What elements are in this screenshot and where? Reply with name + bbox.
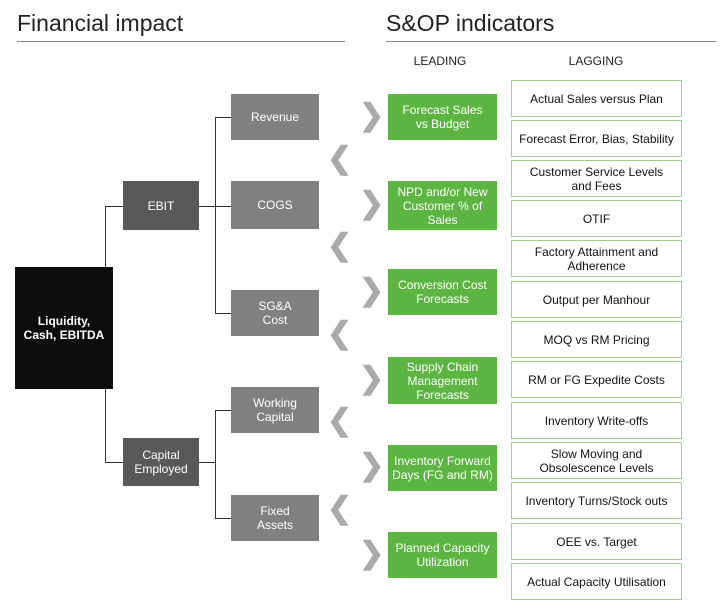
divider [17,41,345,42]
connector [215,117,231,118]
chevron-right-icon: ❯ [359,187,385,220]
leading-indicator: Inventory Forward Days (FG and RM) [388,445,497,491]
lagging-indicator: Forecast Error, Bias, Stability [511,120,682,157]
leading-indicator: Conversion Cost Forecasts [388,269,497,315]
lagging-indicator: Slow Moving and Obsolescence Levels [511,442,682,479]
chevron-right-icon: ❯ [359,274,385,307]
chevron-right-icon: ❯ [359,362,385,395]
lagging-indicator: Actual Capacity Utilisation [511,563,682,600]
ebit-box: EBIT [123,181,199,230]
chevron-left-icon: ❮ [327,404,353,437]
lagging-indicator: Customer Service Levels and Fees [511,160,682,197]
lagging-indicator: Inventory Turns/Stock outs [511,482,682,519]
divider [386,41,716,42]
fixed-assets-box: Fixed Assets [231,495,319,541]
revenue-box: Revenue [231,94,319,140]
connector [215,410,216,519]
connector [215,117,216,314]
leading-indicator: Supply Chain Management Forecasts [388,357,497,404]
leading-indicator: Planned Capacity Utilization [388,532,497,578]
connector [199,462,215,463]
lagging-indicator: OTIF [511,200,682,237]
connector [105,462,123,463]
liquidity-box: Liquidity, Cash, EBITDA [15,267,113,389]
lagging-indicator: Output per Manhour [511,281,682,318]
leading-indicator: Forecast Sales vs Budget [388,94,497,140]
lagging-indicator: MOQ vs RM Pricing [511,321,682,358]
connector [105,206,123,207]
capital-employed-box: Capital Employed [123,438,199,486]
connector [215,518,231,519]
leading-indicator: NPD and/or New Customer % of Sales [388,181,497,230]
lagging-indicator: OEE vs. Target [511,523,682,560]
lagging-header: LAGGING [568,54,624,68]
working-capital-box: Working Capital [231,387,319,433]
financial-impact-title: Financial impact [17,10,184,36]
sga-cost-box: SG&A Cost [231,290,319,336]
chevron-left-icon: ❮ [327,229,353,262]
lagging-indicator: RM or FG Expedite Costs [511,361,682,398]
chevron-right-icon: ❯ [359,449,385,482]
chevron-right-icon: ❯ [359,99,385,132]
connector [215,313,231,314]
sop-indicators-title: S&OP indicators [386,10,555,36]
chevron-right-icon: ❯ [359,537,385,570]
connector [215,410,231,411]
lagging-indicator: Actual Sales versus Plan [511,80,682,117]
cogs-box: COGS [231,181,319,229]
leading-header: LEADING [413,54,467,68]
lagging-indicator: Factory Attainment and Adherence [511,240,682,277]
chevron-left-icon: ❮ [327,492,353,525]
lagging-indicator: Inventory Write-offs [511,402,682,439]
chevron-left-icon: ❮ [327,317,353,350]
chevron-left-icon: ❮ [327,142,353,175]
